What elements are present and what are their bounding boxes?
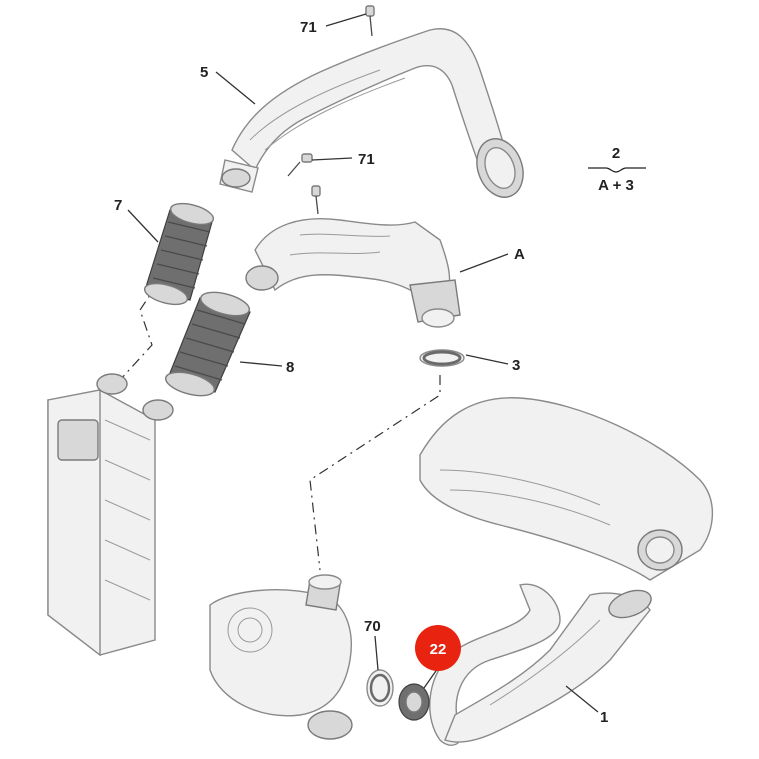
clamp-70 <box>366 669 394 707</box>
callout-a: A <box>514 246 525 263</box>
formula-divider <box>588 167 646 173</box>
formula-denominator: A + 3 <box>598 177 634 194</box>
callout-22: 22 <box>430 641 447 658</box>
intake-manifold <box>419 397 714 581</box>
rubber-hose-8 <box>165 291 251 397</box>
leader-lines <box>127 13 599 713</box>
clamp-3 <box>419 349 465 367</box>
callout-5: 5 <box>200 64 208 81</box>
callout-7: 7 <box>114 197 122 214</box>
callout-71-middle: 71 <box>358 151 375 168</box>
bolt-71-middle <box>287 153 313 177</box>
lower-intake-duct <box>429 583 652 746</box>
turbocharger <box>209 574 353 740</box>
callout-22-highlight[interactable]: 22 <box>415 625 461 671</box>
rubber-hose-7 <box>143 202 215 306</box>
callout-1: 1 <box>600 709 608 726</box>
bolt-71-top <box>365 5 375 37</box>
highlight-circle <box>415 625 461 671</box>
callout-8: 8 <box>286 359 294 376</box>
callout-3: 3 <box>512 357 520 374</box>
elbow-pipe-a <box>245 218 461 328</box>
formula-block: 2 A + 3 <box>588 145 646 194</box>
seal-22 <box>398 683 430 721</box>
intercooler <box>47 373 174 657</box>
formula-numerator: 2 <box>612 145 620 162</box>
callout-71-top: 71 <box>300 19 317 36</box>
callout-70: 70 <box>364 618 381 635</box>
upper-intake-pipe <box>219 28 524 198</box>
bolt-71-lower <box>311 185 321 215</box>
